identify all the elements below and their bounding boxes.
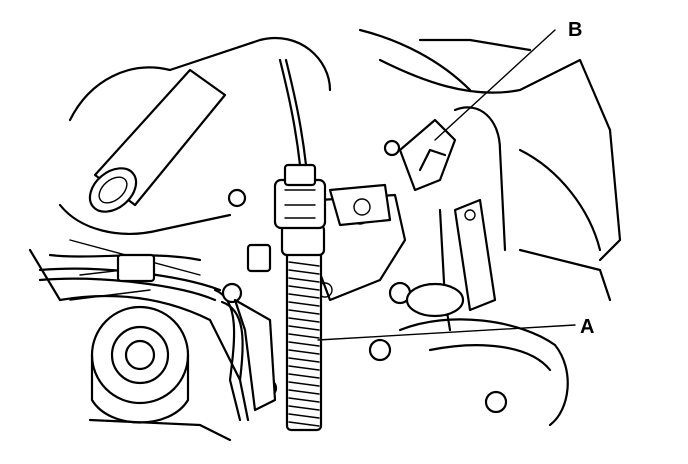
callout-b-label: B xyxy=(568,19,582,41)
crank-pulley xyxy=(90,305,190,424)
leader-line-b xyxy=(434,29,556,141)
cable-housing-a xyxy=(273,163,327,432)
right-bracket xyxy=(453,198,497,312)
leader-line-a xyxy=(317,324,576,341)
wire-harness xyxy=(38,253,250,422)
engine-block-outline xyxy=(28,28,622,442)
inner-cable xyxy=(278,58,308,167)
transmission-housing xyxy=(398,282,569,427)
cable-clip xyxy=(328,183,392,227)
coolant-hose xyxy=(88,68,227,213)
support-bracket xyxy=(233,243,277,412)
throttle-linkage-b xyxy=(398,118,457,192)
callout-a-label: A xyxy=(580,316,594,338)
